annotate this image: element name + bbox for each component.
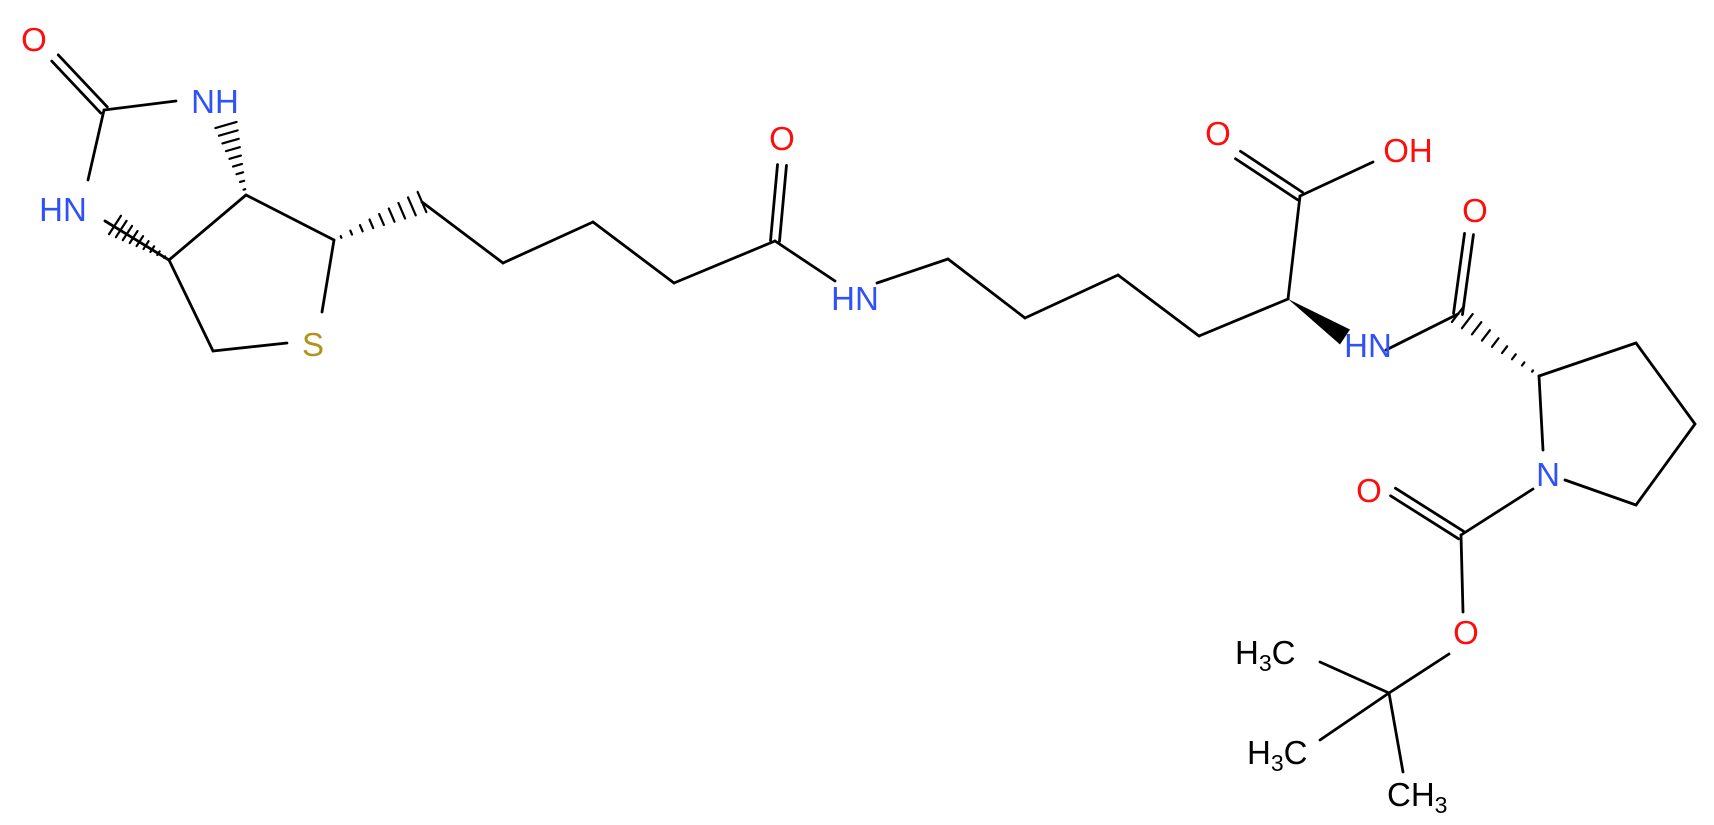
pyrrolidine-bond — [1537, 374, 1545, 452]
pyrrolidine-bond — [1634, 341, 1697, 426]
tert-butyl-methyl-bond — [1387, 691, 1405, 774]
amide-n-c-bond — [1384, 312, 1460, 352]
acid-carbonyl-double-bond — [1234, 157, 1299, 202]
pyrrolidine-nitrogen-label: N — [1536, 456, 1560, 493]
ester-o-c-bond — [1387, 652, 1451, 695]
carbamate-n-c-bond — [1459, 487, 1535, 537]
tert-butyl-methyl-bond — [1318, 660, 1391, 695]
urea-carbonyl-double-bond — [56, 53, 109, 109]
urea-c-nh-bond — [102, 99, 178, 112]
stereo-hashed-bond-left — [107, 214, 167, 260]
acid-c-bond — [1286, 194, 1302, 301]
urea-oxygen-label: O — [21, 21, 47, 58]
lysine-chain-bond — [946, 257, 1027, 320]
proline-carbonyl-double-bond — [1461, 233, 1475, 317]
chain-bond — [501, 220, 595, 265]
proline-carbonyl-oxygen-label: O — [1462, 192, 1488, 229]
stereo-wedge-bond-alpha — [1288, 299, 1350, 345]
tert-butyl-methyl-bond — [1318, 691, 1391, 742]
pyrrolidine-bond — [1537, 341, 1638, 378]
acid-oh-label: OH — [1383, 132, 1433, 169]
ring-nh-left-label: HN — [39, 191, 87, 228]
amide-c-n-bond — [773, 239, 837, 283]
proline-carbonyl-double-bond — [1452, 231, 1466, 315]
acid-c-oh-bond — [1298, 160, 1375, 198]
boc-carbonyl-double-bond — [1394, 486, 1465, 533]
chain-bond — [672, 239, 777, 285]
methyl-label-upper: H3C — [1235, 634, 1295, 676]
amide-carbonyl-double-bond — [778, 164, 788, 243]
bond-layer — [50, 53, 1697, 774]
boc-c-o-bond — [1459, 533, 1465, 614]
amide-oxygen-label: O — [769, 120, 795, 157]
pyrrolidine-bond — [1563, 478, 1638, 507]
chain-bond — [420, 200, 505, 265]
bridge-bond — [167, 193, 248, 262]
s-ch-bond — [320, 238, 336, 314]
alpha-nh-label: HN — [1344, 327, 1392, 364]
ring-ch-ch2-bond — [167, 258, 215, 353]
boc-ester-oxygen-label: O — [1453, 614, 1479, 651]
ch2-s-bond — [211, 341, 289, 353]
lysine-chain-bond — [1023, 273, 1120, 320]
amide-nh-label: HN — [831, 280, 879, 317]
boc-carbonyl-double-bond — [1389, 494, 1460, 541]
stereo-hashed-bond-chain — [339, 190, 428, 239]
methyl-label-bottom: CH3 — [1387, 776, 1447, 818]
lysine-chain-bond — [1116, 273, 1201, 338]
label-layer: O NH HN S O HN O OH O HN N O O H3C H3C C… — [21, 21, 1560, 818]
thiophane-sulfur-label: S — [302, 326, 324, 363]
chain-bond — [591, 220, 676, 285]
urea-c-hn-bond — [86, 108, 106, 182]
boc-carbonyl-oxygen-label: O — [1356, 472, 1382, 509]
acid-oxygen-label: O — [1205, 115, 1231, 152]
stereo-hashed-bond-top — [214, 120, 247, 191]
ring-ch-ch-bond — [244, 193, 336, 242]
lysine-chain-bond — [1197, 297, 1290, 338]
acid-carbonyl-double-bond — [1239, 149, 1304, 194]
urea-carbonyl-double-bond — [50, 59, 103, 115]
stereo-hashed-bond-proline — [1450, 304, 1535, 373]
ring-nh-top-label: NH — [191, 83, 239, 120]
amide-carbonyl-double-bond — [769, 163, 779, 242]
lysine-chain-bond — [875, 257, 950, 285]
pyrrolidine-bond — [1634, 422, 1697, 507]
methyl-label-lower: H3C — [1247, 734, 1307, 776]
